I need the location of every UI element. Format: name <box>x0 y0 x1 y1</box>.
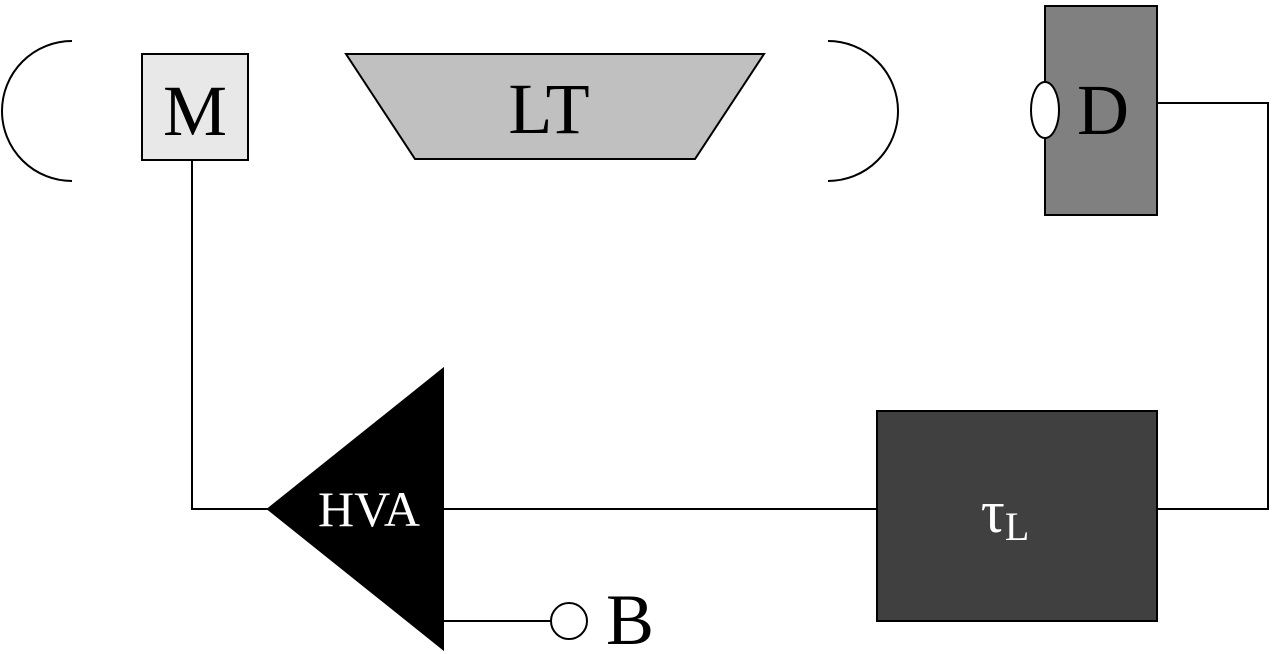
lens-tube-trapezoid <box>344 53 766 160</box>
wire-detector-to-filter <box>1157 102 1269 510</box>
detector-window <box>1030 81 1060 139</box>
bias-label: B <box>606 580 654 654</box>
filter-label-subscript: L <box>1005 504 1029 549</box>
amplifier-triangle <box>266 366 444 652</box>
filter-label: τL <box>981 479 1030 549</box>
amplifier-label: HVA <box>318 481 420 537</box>
right-cavity-mirror <box>827 40 899 182</box>
bias-terminal: B <box>550 580 654 654</box>
mirror-block: M <box>141 53 249 161</box>
amplifier-block: HVA <box>266 366 444 652</box>
wire-amplifier-to-mirror <box>191 160 268 510</box>
detector-label: D <box>1077 70 1129 150</box>
mirror-box <box>141 53 249 161</box>
left-cavity-mirror <box>1 40 73 182</box>
mirror-label: M <box>163 71 227 151</box>
detector-block: D <box>1030 5 1158 216</box>
filter-box <box>876 410 1158 622</box>
filter-label-tau: τ <box>981 479 1005 545</box>
lens-tube-block: LT <box>344 53 766 160</box>
bias-terminal-circle <box>550 602 588 640</box>
time-constant-filter-block: τL <box>876 410 1158 622</box>
lens-tube-label: LT <box>508 69 589 149</box>
